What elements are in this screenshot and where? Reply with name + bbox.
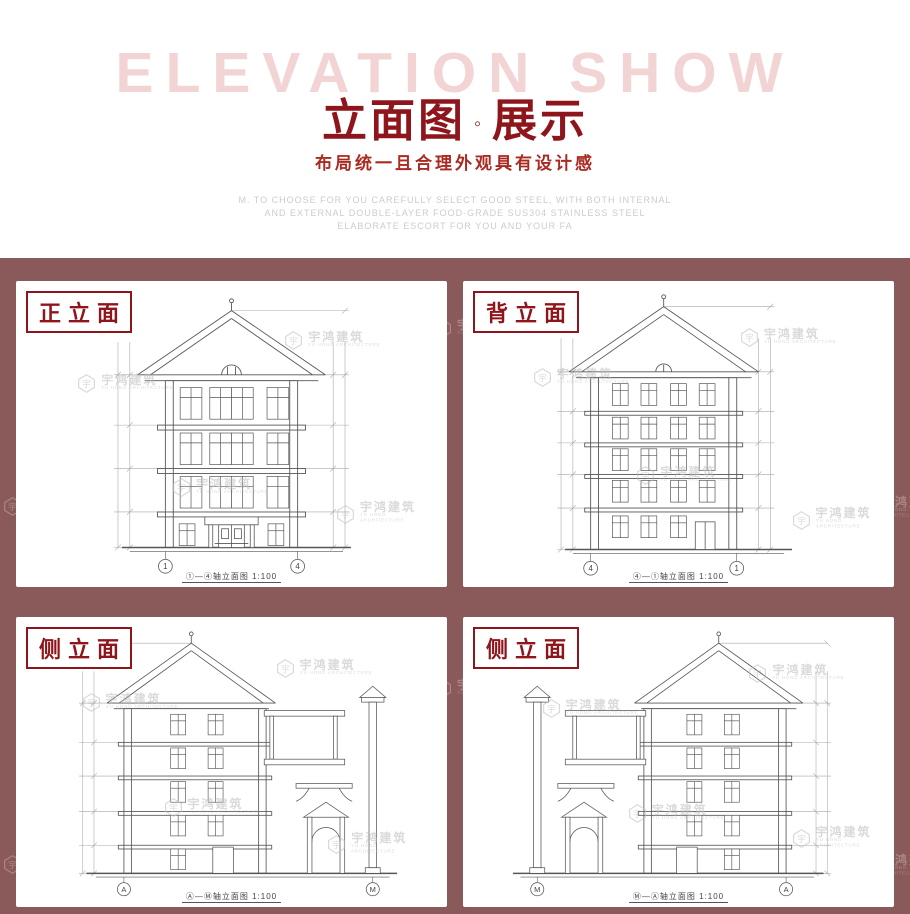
card-side-elevation-a: 侧立面 宇 宇鸿建筑 YU HONG ARCHITECTURE 宇 宇鸿建筑 Y…: [16, 617, 447, 907]
hero-watermark-text: ELEVATION SHOW: [115, 41, 795, 105]
elevation-grid-section: 宇 宇鸿建筑 YU HONG ARCHITECTURE 宇 宇鸿建筑 YU HO…: [0, 258, 910, 914]
title-main: 立面图: [321, 95, 466, 146]
drawing-caption: Ⓜ—Ⓐ轴立面图 1:100: [463, 891, 894, 903]
axis-label: 4: [588, 564, 593, 573]
card-front-elevation: 正立面 宇 宇鸿建筑 YU HONG ARCHITECTURE 宇 宇鸿建筑 Y…: [16, 281, 447, 587]
hero-description: M. TO CHOOSE FOR YOU CAREFULLY SELECT GO…: [0, 194, 910, 233]
building-outline: [86, 631, 398, 878]
hero-desc-line: AND EXTERNAL DOUBLE-LAYER FOOD-GRADE SUS…: [264, 208, 646, 218]
page-title: 立面图 ◦ 展示: [0, 84, 910, 149]
dimension-lines: [114, 307, 349, 551]
axis-label: 1: [163, 562, 167, 571]
axis-markers: 1 4: [158, 551, 305, 574]
side-elevation-a-drawing: A M: [79, 631, 398, 897]
back-elevation-drawing: 4 1: [557, 294, 793, 576]
drawing-caption: ①—④轴立面图 1:100: [16, 571, 447, 583]
card-back-elevation: 背立面 宇 宇鸿建筑 YU HONG ARCHITECTURE 宇 宇鸿建筑 Y…: [463, 281, 894, 587]
hero-section: ELEVATION SHOW 立面图 ◦ 展示 布局统一且合理外观具有设计感 M. …: [0, 0, 910, 258]
card-label-side-elevation-b: 侧立面: [473, 627, 580, 669]
card-label-back-elevation: 背立面: [473, 291, 580, 333]
title-separator-icon: ◦: [473, 112, 485, 135]
hero-desc-line: M. TO CHOOSE FOR YOU CAREFULLY SELECT GO…: [238, 195, 672, 205]
card-label-front-elevation: 正立面: [26, 291, 133, 333]
drawing-caption: ④—①轴立面图 1:100: [463, 571, 894, 583]
axis-label: 4: [295, 562, 300, 571]
title-tail: 展示: [492, 95, 589, 146]
front-elevation-drawing: 1 4: [114, 298, 351, 574]
back-door: [694, 521, 716, 550]
axis-label: M: [370, 885, 376, 894]
drawing-caption: Ⓐ—Ⓜ轴立面图 1:100: [16, 891, 447, 903]
axis-markers: [116, 877, 380, 897]
elevation-cards-grid: 正立面 宇 宇鸿建筑 YU HONG ARCHITECTURE 宇 宇鸿建筑 Y…: [16, 281, 894, 907]
axis-markers: 4 1: [583, 553, 745, 576]
entrance: [204, 516, 259, 548]
card-side-elevation-b: 侧立面 宇 宇鸿建筑 YU HONG ARCHITECTURE 宇 宇鸿建筑 Y…: [463, 617, 894, 907]
axis-label: A: [121, 885, 126, 894]
hero-desc-line: ELABORATE ESCORT FOR YOU AND YOUR FA: [337, 221, 573, 231]
side-elevation-b-drawing: M A: [463, 617, 894, 907]
card-label-side-elevation-a: 侧立面: [26, 627, 133, 669]
axis-label: 1: [735, 564, 739, 573]
axis-label: A: [784, 885, 789, 894]
axis-label: M: [534, 885, 540, 894]
page-subtitle: 布局统一且合理外观具有设计感: [315, 154, 595, 173]
